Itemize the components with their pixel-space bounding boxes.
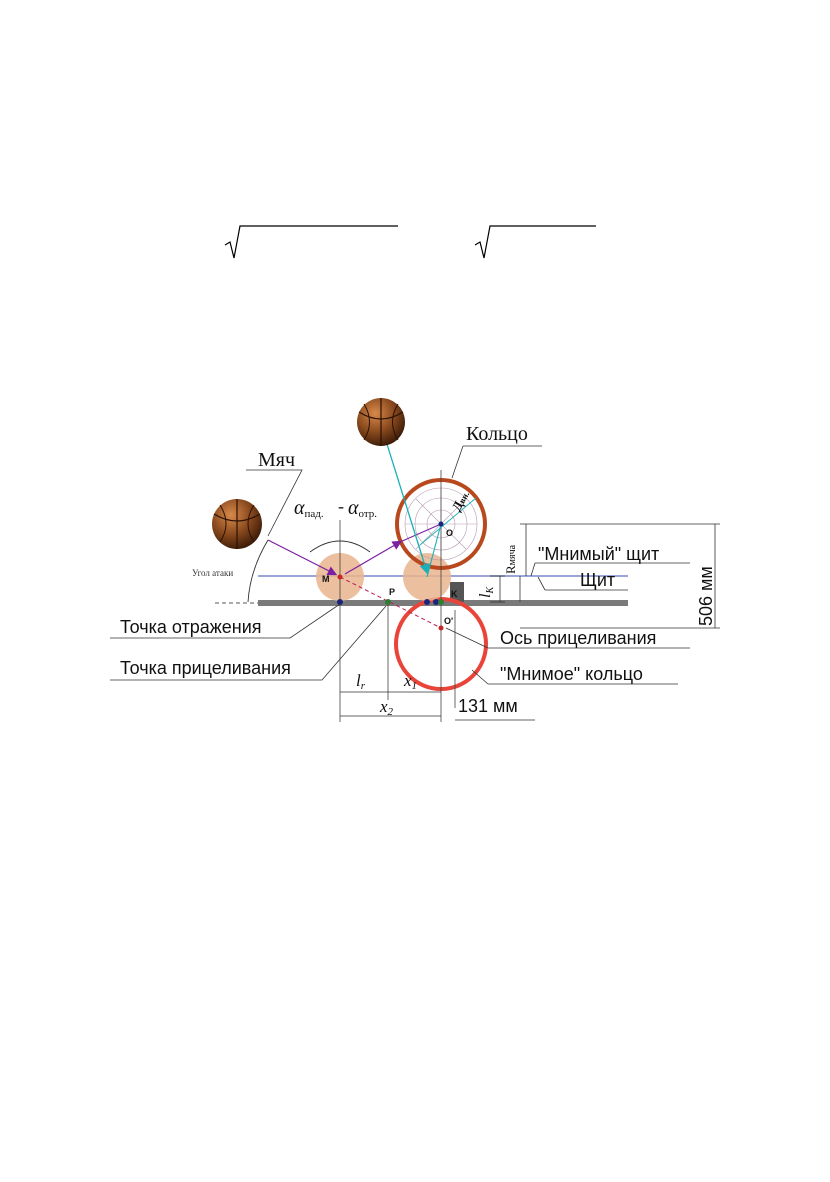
label-aim-axis: Ось прицеливания <box>500 628 656 648</box>
label-alpha-out: αотр. <box>348 497 377 520</box>
label-x1: x1 <box>403 671 417 692</box>
label-attack-angle: Угол атаки <box>192 568 233 578</box>
ball-left <box>212 499 262 549</box>
label-lk: lK <box>477 586 496 598</box>
label-alpha-out-sub: отр. <box>359 508 378 520</box>
label-point-m: M <box>322 574 330 584</box>
point-k-dot-2 <box>433 599 439 605</box>
label-virtual-ring: "Мнимое" кольцо <box>500 664 643 684</box>
leader-lines <box>110 445 690 721</box>
reflection-ray-2 <box>399 523 442 543</box>
label-ball: Мяч <box>258 449 295 471</box>
label-alpha-group: αпад. - αотр. <box>294 496 377 520</box>
backboard-block <box>450 582 464 602</box>
label-alpha-in-sub: пад. <box>305 508 324 520</box>
point-p-dot <box>385 599 391 605</box>
label-aim-point: Точка прицеливания <box>120 658 291 678</box>
point-o-dot <box>438 521 444 527</box>
label-ring: Кольцо <box>466 423 528 445</box>
label-point-o: O <box>446 528 453 538</box>
shot-trajectory <box>380 424 430 575</box>
angle-arc-attack <box>247 539 269 603</box>
ball-top <box>357 398 405 446</box>
label-point-p: P <box>389 587 395 597</box>
angle-arc-incidence <box>309 540 371 553</box>
incidence-ray <box>267 539 338 576</box>
label-alpha-dash: - <box>338 496 344 516</box>
label-r-ball: Rмяча <box>503 544 518 574</box>
point-o-virtual-dot <box>438 625 444 631</box>
label-offset: 131 мм <box>458 696 518 716</box>
shot-trajectory-2 <box>426 523 442 578</box>
label-alpha-in: αпад. <box>294 497 324 520</box>
label-reflection-point: Точка отражения <box>120 617 262 637</box>
reflection-ray <box>344 540 403 575</box>
formula-radical-2 <box>474 225 596 259</box>
label-point-k: K <box>451 589 458 599</box>
point-m-dot <box>337 574 343 580</box>
label-board: Щит <box>580 570 615 590</box>
label-point-o-virtual: O' <box>444 616 453 626</box>
point-k-dot-3 <box>438 599 444 605</box>
label-virtual-board: "Мнимый" щит <box>538 544 659 564</box>
dimension-lines <box>340 523 720 717</box>
label-x2: x2 <box>379 697 394 718</box>
formula-radical-1 <box>224 225 398 259</box>
point-k-dot-1 <box>424 599 430 605</box>
label-lr: lr <box>356 671 366 692</box>
shot-trajectory-3 <box>419 497 477 546</box>
label-height: 506 мм <box>696 566 716 626</box>
point-m-bottom-dot <box>337 599 343 605</box>
